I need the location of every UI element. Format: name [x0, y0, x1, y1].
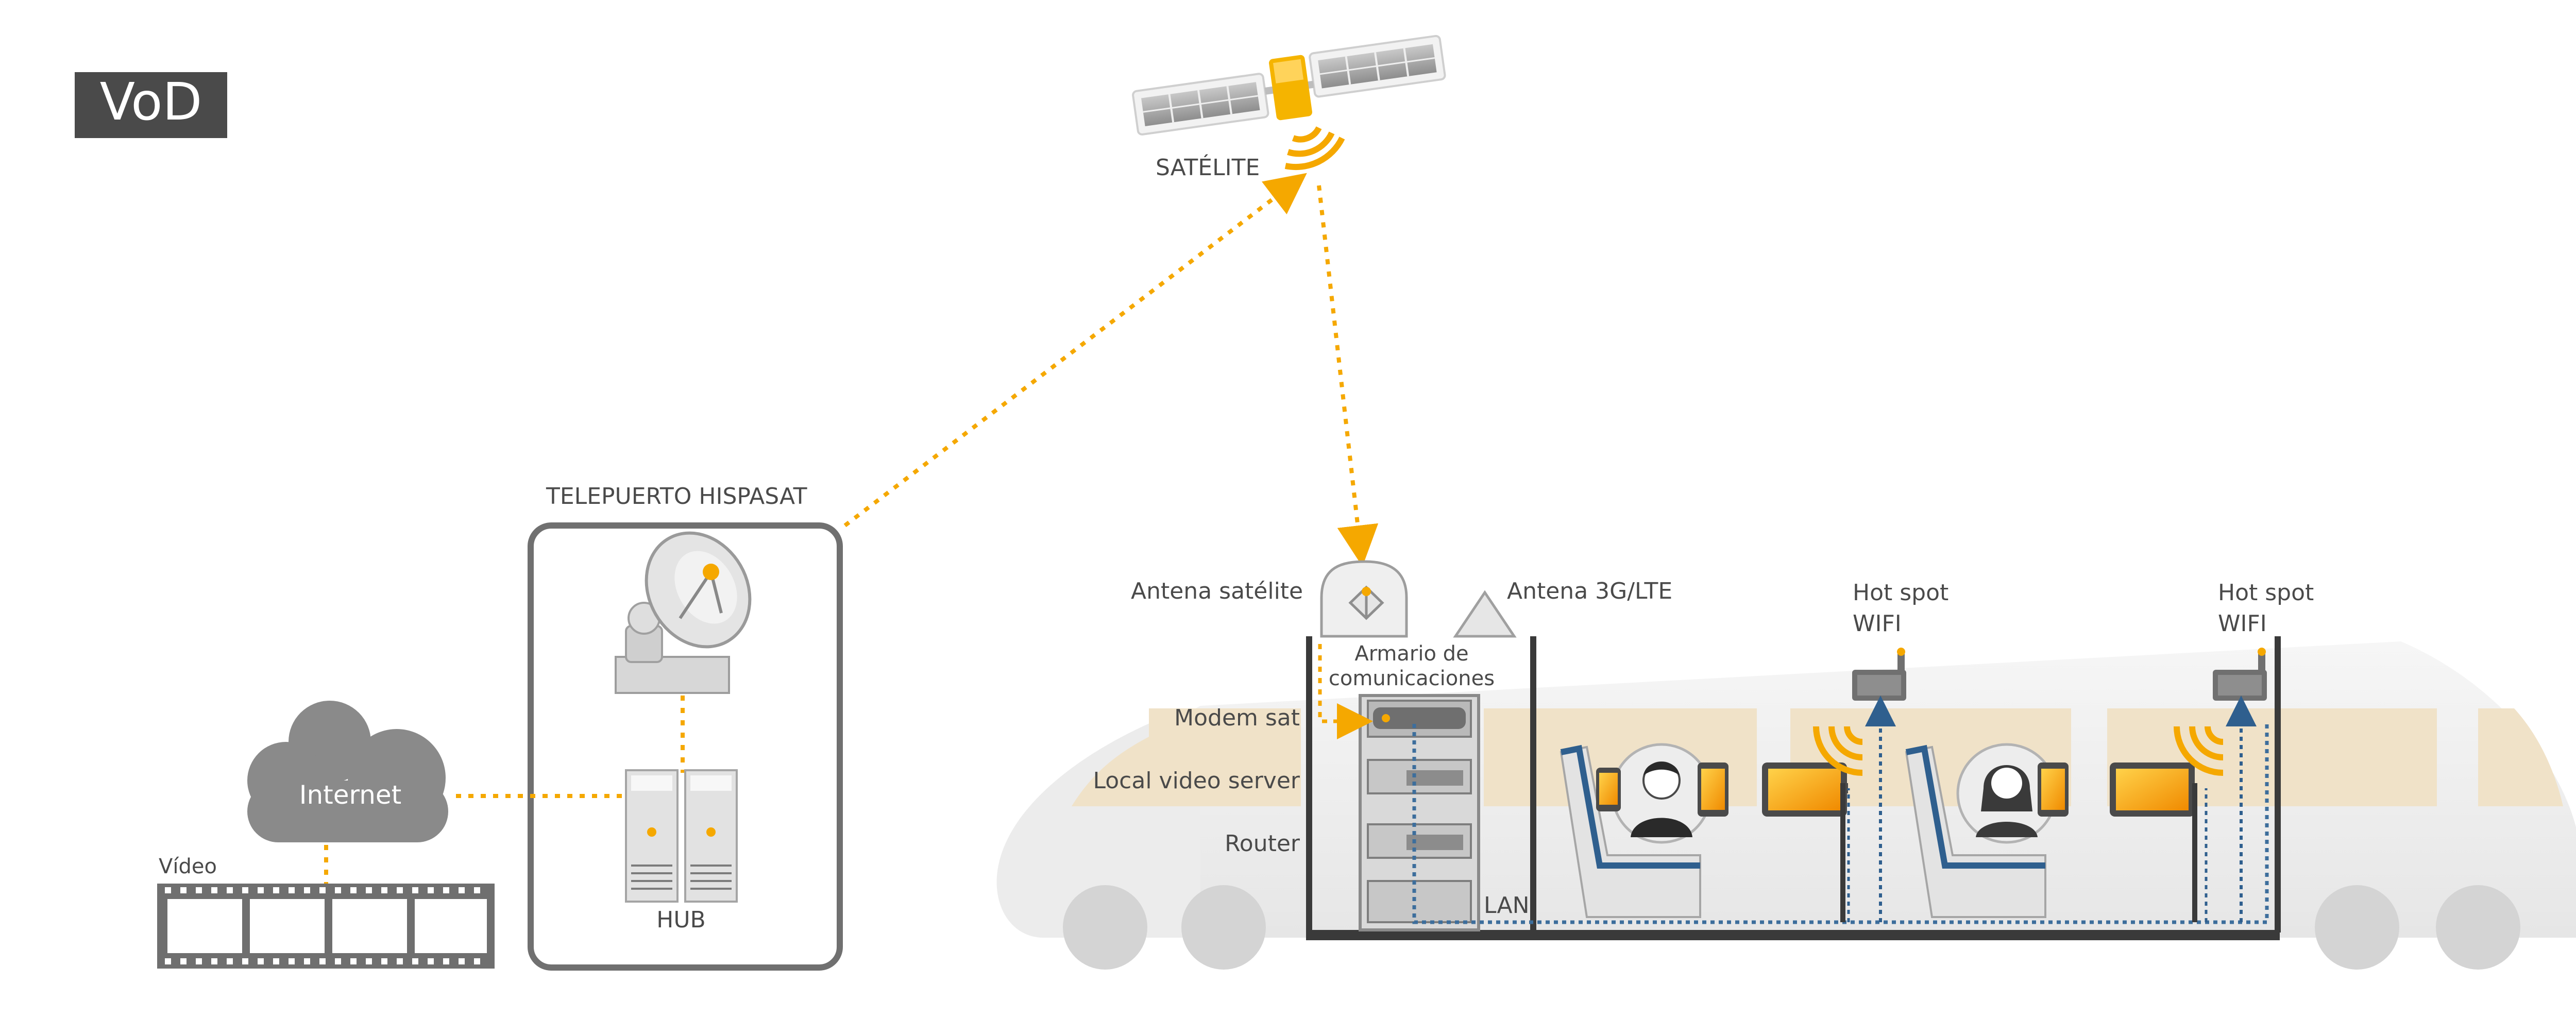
hotspot2-label-line1: Hot spot	[2218, 580, 2314, 606]
satellite-label: SATÉLITE	[1156, 154, 1260, 181]
internet-label: Internet	[299, 780, 402, 810]
teleport-label: TELEPUERTO HISPASAT	[546, 483, 807, 510]
communications-cabinet	[1359, 694, 1480, 931]
seatback-screen-icon	[1762, 762, 1848, 922]
wheel	[2436, 885, 2520, 970]
uplink-line	[843, 173, 1307, 528]
lan-cable	[1412, 721, 2269, 924]
hotspot1-label-line1: Hot spot	[1853, 580, 1948, 606]
vod-badge: VoD	[75, 72, 227, 138]
downlink-line	[1317, 185, 1379, 567]
wheel	[1181, 885, 1266, 970]
lan-label: LAN	[1484, 892, 1530, 919]
hub-servers-icon	[625, 769, 738, 903]
lte-antenna-label: Antena 3G/LTE	[1507, 578, 1672, 604]
cabinet-label-line1: Armario de	[1354, 642, 1468, 666]
video-server-label: Local video server	[1093, 768, 1300, 794]
video-label: Vídeo	[159, 855, 217, 878]
lte-antenna-icon	[1453, 590, 1517, 638]
wifi-hotspot-icon	[2174, 648, 2267, 776]
hub-label: HUB	[656, 907, 705, 933]
wheel	[1063, 885, 1147, 970]
ground-station-dish-icon	[615, 531, 752, 694]
hotspot1-label-line2: WIFI	[1853, 611, 1902, 637]
modem-label: Modem sat	[1174, 705, 1300, 731]
passenger-man-icon	[1560, 743, 1728, 918]
wheel	[2315, 885, 2399, 970]
passenger-woman-icon	[1905, 743, 2069, 918]
modem-unit	[1373, 707, 1466, 729]
wifi-hotspot-icon	[1813, 648, 1906, 776]
sat-antenna-label: Antena satélite	[1131, 578, 1303, 604]
hotspot2-label-line2: WIFI	[2218, 611, 2267, 637]
satellite-antenna-icon	[1320, 560, 1408, 638]
teleport-box	[528, 522, 843, 971]
router-label: Router	[1225, 830, 1300, 857]
seatback-screen-icon	[2110, 762, 2197, 922]
cabinet-label-line2: comunicaciones	[1329, 667, 1495, 690]
satellite-icon	[1132, 35, 1446, 170]
vod-badge-text: VoD	[100, 72, 202, 132]
internet-cloud-icon	[247, 701, 448, 842]
film-strip-icon	[157, 884, 495, 969]
